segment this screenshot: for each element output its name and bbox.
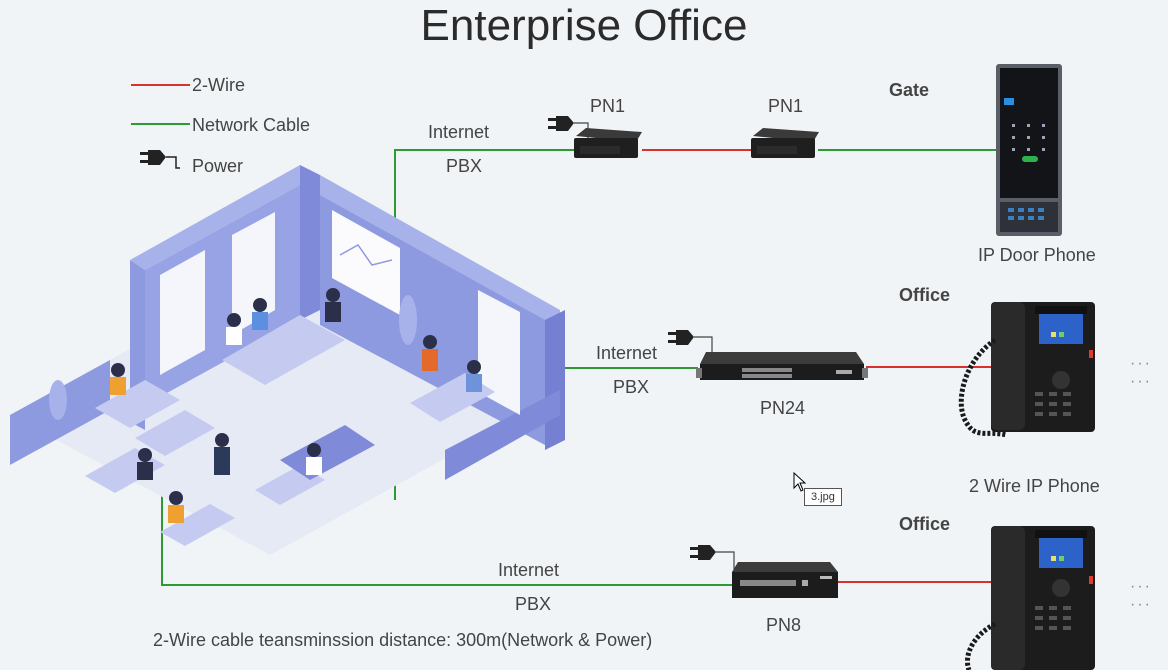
mouse-cursor-icon — [793, 472, 807, 492]
ip-phone-1-label: 2 Wire IP Phone — [969, 476, 1100, 496]
office2-more-indicator: ··· ··· — [1130, 578, 1152, 613]
sofa — [280, 425, 375, 480]
office-illustration — [10, 165, 565, 555]
office2-internet-label: Internet — [498, 560, 560, 580]
ip-phone-2-device[interactable] — [955, 524, 1095, 670]
office1-more-indicator: ··· ··· — [1130, 355, 1152, 390]
people — [110, 288, 482, 523]
pn24-label: PN24 — [760, 398, 806, 418]
gate-zone-label: Gate — [889, 80, 930, 100]
pn24-power-plug-icon — [668, 330, 713, 354]
pn1-a-device[interactable] — [572, 128, 644, 162]
office2-zone-label: Office — [899, 514, 951, 534]
legend-power-label: Power — [192, 156, 244, 176]
ip-phone-1-device[interactable] — [955, 300, 1095, 465]
page-title: Enterprise Office — [420, 1, 748, 50]
office1-internet-label: Internet — [596, 343, 658, 363]
ip-door-phone-label: IP Door Phone — [978, 245, 1096, 265]
office1-pbx-label: PBX — [613, 377, 650, 397]
legend-plug-icon — [140, 150, 180, 169]
pn1-a-label: PN1 — [590, 96, 626, 116]
office2-pbx-label: PBX — [515, 594, 552, 614]
whiteboard — [332, 210, 400, 315]
pn8-switch-device[interactable] — [730, 560, 840, 600]
file-tooltip: 3.jpg — [804, 488, 842, 506]
office1-zone-label: Office — [899, 285, 951, 305]
footnote: 2-Wire cable teansminssion distance: 300… — [153, 630, 653, 650]
legend-network-label: Network Cable — [192, 115, 311, 135]
legend-two-wire-label: 2-Wire — [192, 75, 245, 95]
pn1-power-plug-icon — [548, 116, 589, 138]
gate-internet-label: Internet — [428, 122, 490, 142]
pn24-switch-device[interactable] — [696, 350, 870, 386]
pn8-power-plug-icon — [690, 545, 735, 569]
gate-pbx-label: PBX — [446, 156, 483, 176]
ip-door-phone-device[interactable] — [996, 64, 1064, 236]
plants — [49, 295, 417, 420]
pn8-label: PN8 — [766, 615, 802, 635]
pn1-b-label: PN1 — [768, 96, 804, 116]
pn1-b-device[interactable] — [749, 128, 821, 162]
